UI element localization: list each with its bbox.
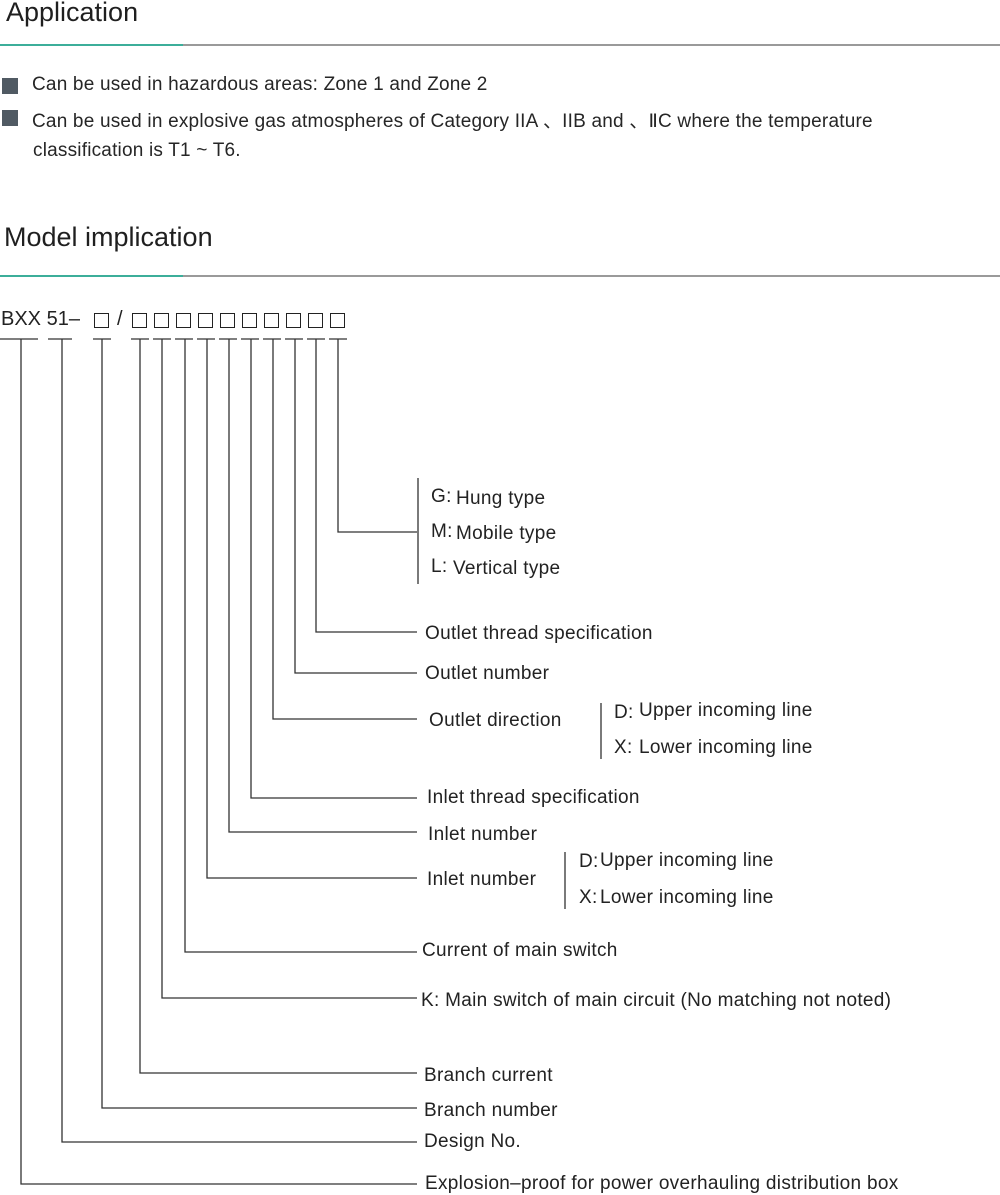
outlet-dir-d-text: Upper incoming line <box>639 700 813 721</box>
mount-option-m-text: Mobile type <box>456 523 557 544</box>
code-box <box>264 313 279 328</box>
application-rule <box>0 44 1000 46</box>
application-item-2: Can be used in explosive gas atmospheres… <box>32 111 873 132</box>
mount-option-m-key: M: <box>431 521 453 542</box>
code-box <box>132 313 147 328</box>
code-box <box>176 313 191 328</box>
outlet-dir-x-key: X: <box>614 737 633 758</box>
mount-option-g-text: Hung type <box>456 488 546 509</box>
branch-number-label: Branch number <box>424 1100 558 1121</box>
code-box <box>286 313 301 328</box>
explosion-proof-label: Explosion–proof for power overhauling di… <box>425 1173 899 1194</box>
code-box <box>94 313 109 328</box>
application-title: Application <box>6 0 139 27</box>
application-item-2-continued: classification is T1 ~ T6. <box>33 140 241 161</box>
code-box <box>242 313 257 328</box>
outlet-dir-d-key: D: <box>614 702 634 723</box>
code-box <box>330 313 345 328</box>
model-rule <box>0 275 1000 277</box>
inlet-number-label-1: Inlet number <box>428 824 538 845</box>
inlet-dir-d-text: Upper incoming line <box>600 850 774 871</box>
outlet-direction-label: Outlet direction <box>429 710 562 731</box>
model-title: Model implication <box>4 222 213 252</box>
inlet-thread-label: Inlet thread specification <box>427 787 640 808</box>
code-box <box>154 313 169 328</box>
main-current-label: Current of main switch <box>422 940 618 961</box>
code-box <box>308 313 323 328</box>
inlet-number-label-2: Inlet number <box>427 869 537 890</box>
inlet-dir-d-key: D: <box>579 851 599 872</box>
inlet-dir-x-key: X: <box>579 887 598 908</box>
model-code-slash: / <box>117 308 123 330</box>
bullet-square <box>2 78 18 94</box>
outlet-dir-x-text: Lower incoming line <box>639 737 813 758</box>
code-box <box>198 313 213 328</box>
bullet-square <box>2 110 18 126</box>
application-item-1: Can be used in hazardous areas: Zone 1 a… <box>32 74 488 95</box>
mount-option-l-key: L: <box>431 556 448 577</box>
outlet-number-label: Outlet number <box>425 663 550 684</box>
main-switch-label: K: Main switch of main circuit (No match… <box>421 990 892 1011</box>
branch-current-label: Branch current <box>424 1065 553 1086</box>
mount-option-g-key: G: <box>431 486 452 507</box>
outlet-thread-label: Outlet thread specification <box>425 623 653 644</box>
code-box <box>220 313 235 328</box>
inlet-dir-x-text: Lower incoming line <box>600 887 774 908</box>
design-no-label: Design No. <box>424 1131 521 1152</box>
mount-option-l-text: Vertical type <box>453 558 561 579</box>
model-code-prefix: BXX 51– <box>1 308 80 330</box>
